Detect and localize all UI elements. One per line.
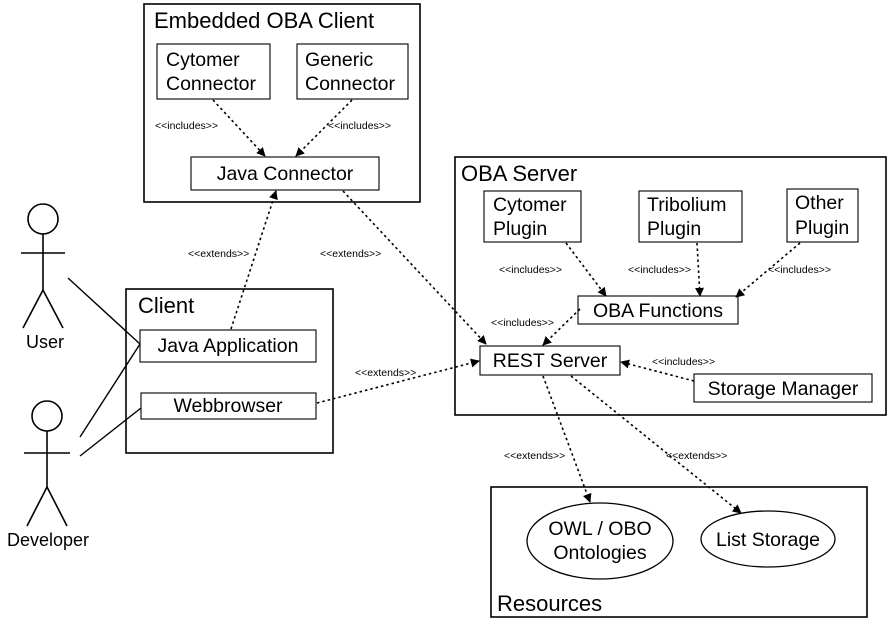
webbrowser-label: Webbrowser <box>173 395 283 417</box>
dependencies <box>212 99 801 514</box>
owl-obo-ontologies: OWL / OBO Ontologies <box>526 502 674 580</box>
java-connector-extends-rest-server <box>342 190 487 345</box>
cytomer-plugin-includes-oba-functions <box>565 242 607 297</box>
cytomer-plugin: Cytomer Plugin <box>483 190 582 243</box>
generic-connector-label-line1: Generic <box>305 49 374 71</box>
webbrowser: Webbrowser <box>140 392 317 420</box>
other-plugin-label-line2: Plugin <box>795 217 849 239</box>
extends-label: <<extends>> <box>355 367 416 379</box>
includes-label: <<includes>> <box>491 317 554 329</box>
extends-label: <<extends>> <box>188 248 249 260</box>
user-label: User <box>26 332 64 352</box>
cytomer-plugin-label-line2: Plugin <box>493 218 547 240</box>
java-connector-label: Java Connector <box>217 163 354 185</box>
user-actor: User <box>21 203 65 352</box>
cytomer-connector: Cytomer Connector <box>156 43 271 100</box>
cytomer-connector-includes-java-connector <box>212 99 266 157</box>
oba-functions: OBA Functions <box>577 295 739 325</box>
storage-manager-includes-rest-server <box>620 359 695 382</box>
generic-connector-label-line2: Connector <box>305 73 395 95</box>
tribolium-plugin-label-line1: Tribolium <box>647 194 726 216</box>
resources-title: Resources <box>497 591 602 616</box>
extends-label: <<extends>> <box>504 450 565 462</box>
developer-to-java-application <box>79 343 141 438</box>
extends-label: <<extends>> <box>320 248 381 260</box>
client-frame: Client <box>125 288 334 454</box>
developer-to-webbrowser <box>79 407 142 457</box>
owl-obo-label-line1: OWL / OBO <box>548 518 651 540</box>
client-title: Client <box>138 293 194 318</box>
includes-label: <<includes>> <box>628 264 691 276</box>
list-storage-label: List Storage <box>716 529 820 551</box>
oba-functions-label: OBA Functions <box>593 300 723 322</box>
user-to-java-application <box>67 277 141 345</box>
includes-label: <<includes>> <box>652 356 715 368</box>
cytomer-connector-label-line1: Cytomer <box>166 49 240 71</box>
storage-manager-label: Storage Manager <box>708 378 859 400</box>
generic-connector: Generic Connector <box>296 43 409 100</box>
rest-server-extends-list-storage <box>570 375 742 514</box>
list-storage: List Storage <box>700 510 836 568</box>
stick-figure-icon <box>24 400 70 527</box>
rest-server-label: REST Server <box>493 350 608 372</box>
rest-server-extends-owl-obo <box>542 375 592 503</box>
developer-actor: Developer <box>7 400 89 550</box>
other-plugin: Other Plugin <box>786 188 859 243</box>
cytomer-connector-label-line2: Connector <box>166 73 256 95</box>
embedded-oba-client-title: Embedded OBA Client <box>154 8 374 33</box>
includes-label: <<includes>> <box>155 120 218 132</box>
storage-manager: Storage Manager <box>693 373 873 403</box>
java-connector: Java Connector <box>190 156 380 191</box>
tribolium-plugin-includes-oba-functions <box>695 242 705 297</box>
includes-label: <<includes>> <box>768 264 831 276</box>
webbrowser-extends-rest-server <box>316 358 480 404</box>
generic-connector-includes-java-connector <box>295 99 353 157</box>
tribolium-plugin-label-line2: Plugin <box>647 218 701 240</box>
java-application-label: Java Application <box>158 335 299 357</box>
extends-label: <<extends>> <box>666 450 727 462</box>
owl-obo-label-line2: Ontologies <box>553 542 646 564</box>
oba-server-title: OBA Server <box>461 161 577 186</box>
rest-server: REST Server <box>479 345 621 376</box>
associations <box>67 277 142 457</box>
includes-label: <<includes>> <box>328 120 391 132</box>
includes-label: <<includes>> <box>499 264 562 276</box>
stick-figure-icon <box>21 203 65 329</box>
other-plugin-label-line1: Other <box>795 192 844 214</box>
java-application: Java Application <box>139 329 317 363</box>
developer-label: Developer <box>7 530 89 550</box>
relation-labels: <<includes>> <<includes>> <<extends>> <<… <box>155 120 831 462</box>
cytomer-plugin-label-line1: Cytomer <box>493 194 567 216</box>
tribolium-plugin: Tribolium Plugin <box>638 190 743 243</box>
java-application-extends-java-connector <box>230 190 278 330</box>
